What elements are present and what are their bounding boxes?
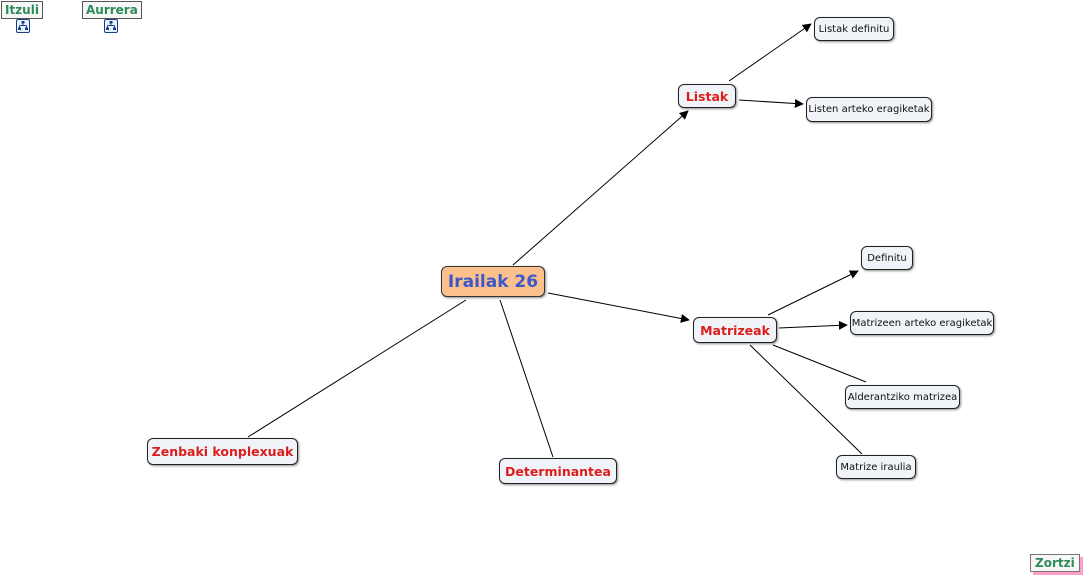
edge-matrizeak-alderantziko [772, 344, 867, 383]
zortzi-link[interactable]: Zortzi [1030, 554, 1080, 572]
back-link[interactable]: Itzuli [1, 1, 43, 19]
concept-map-icon[interactable] [16, 19, 30, 33]
edge-root-matrizeak [547, 292, 690, 323]
node-matrizeen-arteko-eragiketak[interactable]: Matrizeen arteko eragiketak [850, 311, 994, 335]
edge-listak-definitu [728, 23, 812, 82]
node-listak-definitu[interactable]: Listak definitu [814, 17, 894, 41]
node-determinantea[interactable]: Determinantea [499, 458, 617, 484]
node-listen-arteko-eragiketak[interactable]: Listen arteko eragiketak [806, 97, 932, 122]
edge-root-zenbaki [247, 299, 467, 438]
edge-root-listak [512, 110, 689, 266]
concept-map-icon[interactable] [104, 19, 118, 33]
node-zenbaki-konplexuak[interactable]: Zenbaki konplexuak [147, 438, 298, 465]
edge-matrizeak-definitu [767, 270, 859, 316]
node-matrize-iraulia[interactable]: Matrize iraulia [836, 455, 916, 479]
node-alderantziko-matrizea[interactable]: Alderantziko matrizea [845, 385, 960, 409]
root-node[interactable]: Irailak 26 [441, 266, 545, 297]
edge-root-determinantea [499, 299, 554, 458]
forward-link[interactable]: Aurrera [82, 1, 142, 19]
node-listak[interactable]: Listak [678, 84, 736, 108]
node-matrizeak-definitu[interactable]: Definitu [861, 246, 913, 270]
edge-listak-eragiketak [738, 99, 804, 108]
node-matrizeak[interactable]: Matrizeak [693, 317, 777, 343]
edge-matrizeak-eragiketak [778, 320, 848, 330]
